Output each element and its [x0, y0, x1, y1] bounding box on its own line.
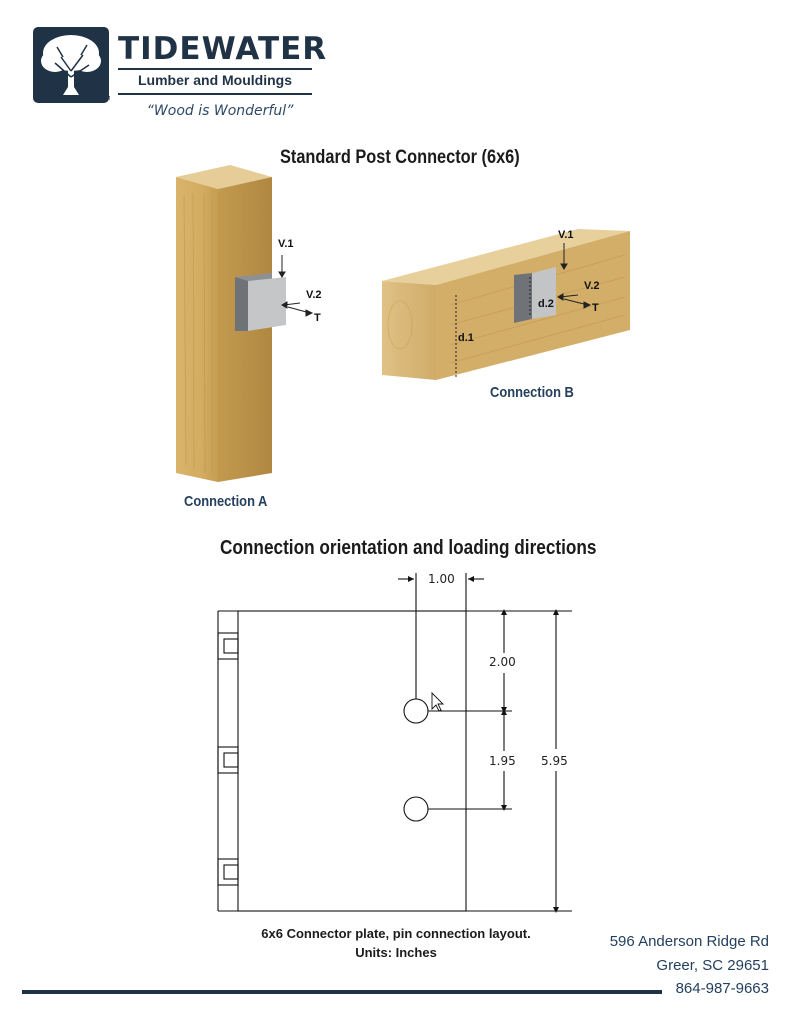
post-t-label: T [314, 312, 321, 324]
contact-block: 596 Anderson Ridge Rd Greer, SC 29651 86… [610, 930, 769, 1001]
dim-total-height: 5.95 [541, 754, 568, 768]
beam-v1-label: V.1 [558, 229, 574, 241]
brand-tagline: “Wood is Wonderful” [146, 103, 294, 119]
post-connector-illustration: V.1 V.2 T V.1 V.2 T d.1 d.2 [176, 165, 630, 482]
dim-pin-spacing: 1.95 [489, 754, 516, 768]
drawing-caption: 6x6 Connector plate, pin connection layo… [226, 924, 566, 962]
mouse-cursor-icon [431, 691, 445, 712]
trademark-mark: TM [103, 96, 111, 102]
section1-title: Standard Post Connector (6x6) [280, 147, 520, 168]
beam-t-label: T [592, 302, 599, 314]
dim-top-offset: 1.00 [428, 572, 455, 586]
beam-v2-label: V.2 [584, 280, 600, 292]
brand-name: TIDEWATER [118, 31, 328, 67]
dim-first-pin: 2.00 [489, 655, 516, 669]
address-street: 596 Anderson Ridge Rd [609, 933, 769, 950]
section2-title: Connection orientation and loading direc… [220, 537, 597, 559]
connection-a-caption: Connection A [184, 493, 268, 510]
post-v2-label: V.2 [306, 289, 322, 301]
drawing-caption-line1: 6x6 Connector plate, pin connection layo… [261, 926, 531, 941]
brand-divider [118, 68, 312, 70]
drawing-caption-units: Units: Inches [355, 945, 437, 960]
footer-rule [22, 990, 662, 994]
post-connection-a [176, 165, 314, 482]
beam-connection-b [382, 229, 630, 380]
d2-label: d.2 [538, 298, 554, 310]
address-city: Greer, SC 29651 [656, 956, 769, 974]
d1-label: d.1 [458, 332, 474, 344]
connection-b-caption: Connection B [490, 384, 574, 401]
tree-logo-icon [33, 27, 109, 103]
post-v1-label: V.1 [278, 238, 294, 250]
phone-number: 864-987-9663 [675, 980, 769, 997]
brand-subtitle: Lumber and Mouldings [138, 72, 292, 88]
brand-divider-bottom [118, 93, 312, 95]
pin-layout-drawing: 1.00 2.00 1.95 5.95 [217, 572, 572, 913]
